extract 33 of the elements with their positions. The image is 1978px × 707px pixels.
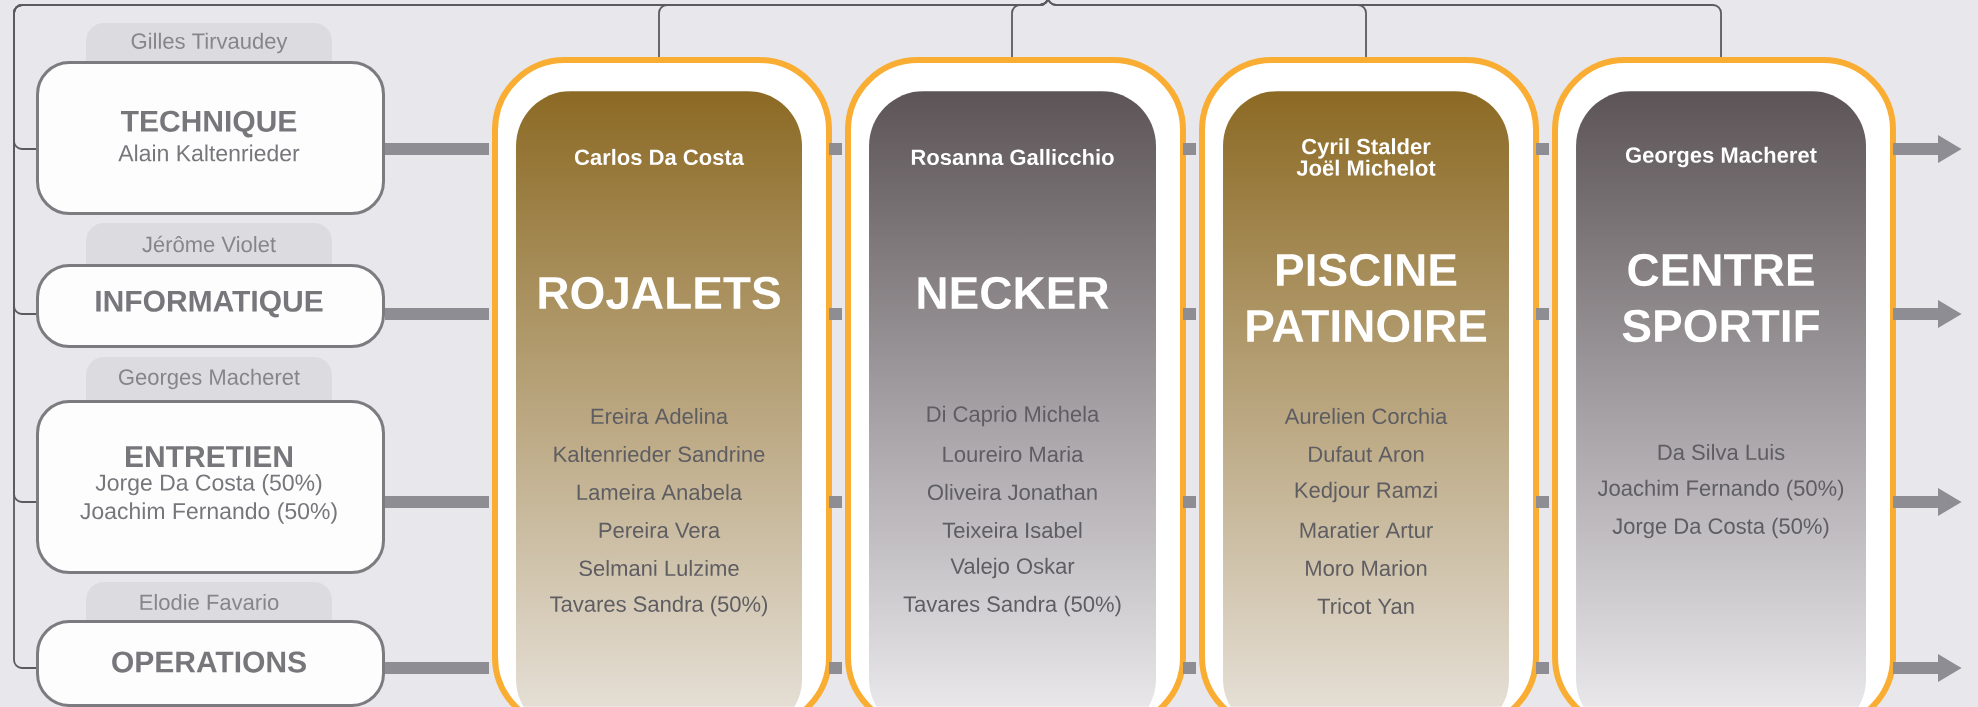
column-title: CENTRE SPORTIF [1622, 253, 1819, 343]
person-name: Cyril Stalder Joël Michelot [1296, 138, 1436, 176]
member-name: Aurelien Corchia [1284, 407, 1448, 425]
person-name: Georges Macheret [1625, 146, 1817, 168]
department-box: TECHNIQUE Alain Kaltenrieder [36, 61, 385, 215]
member-name: Oliveira Jonathan [927, 483, 1097, 501]
person-name: Carlos Da Costa [574, 148, 745, 166]
person-name: Rosanna Gallicchio [911, 148, 1114, 166]
member-name: Jorge Da Costa (50%) [1612, 517, 1829, 539]
department-box: ENTRETIEN Jorge Da Costa (50%) Joachim Fernando (50%) [36, 400, 385, 574]
column-title: PISCINE PATINOIRE [1247, 253, 1487, 343]
member-name: Kaltenrieder Sandrine [554, 445, 765, 463]
member-name: Ereira Adelina [591, 407, 729, 425]
member-name: Moro Marion [1306, 559, 1427, 577]
department-box: INFORMATIQUE [36, 264, 385, 348]
member-name: Kedjour Ramzi [1295, 481, 1437, 503]
member-name: Tavares Sandra (50%) [903, 595, 1121, 617]
member-name: Lameira Anabela [577, 483, 743, 501]
column-title: ROJALETS [539, 276, 780, 310]
member-name: Di Caprio Michela [927, 405, 1100, 427]
member-name: Joachim Fernando (50%) [1597, 479, 1844, 501]
member-name: Da Silva Luis [1658, 443, 1785, 461]
member-name: Maratier Artur [1300, 521, 1433, 539]
member-name: Dufaut Aron [1309, 445, 1424, 463]
member-name: Selmani Lulzime [579, 559, 739, 577]
member-name: Tricot Yan [1317, 597, 1414, 615]
member-name: Loureiro Maria [943, 445, 1084, 463]
department-box: OPERATIONS [36, 620, 385, 707]
member-name: Tavares Sandra (50%) [550, 595, 768, 617]
member-name: Pereira Vera [599, 521, 721, 539]
member-name: Valejo Oskar [950, 557, 1075, 579]
member-name: Teixeira Isabel [942, 521, 1082, 539]
column-title: NECKER [918, 276, 1109, 310]
